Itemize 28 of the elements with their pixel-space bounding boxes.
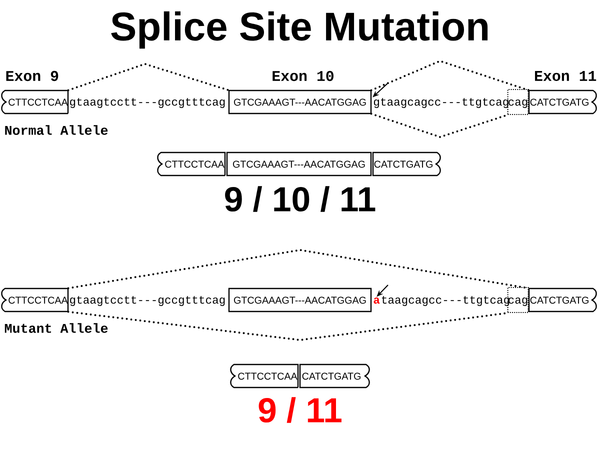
allele-label: Mutant Allele xyxy=(4,323,108,333)
exon-box: CATCTGATG xyxy=(299,364,370,388)
sequence-text: taagcagcc---ttgtcag xyxy=(382,296,510,306)
splice-line xyxy=(370,60,530,92)
exon-heading: Exon 10 xyxy=(272,70,334,82)
splice-line xyxy=(67,310,508,342)
exon-combination-label: 9 / 10 / 11 xyxy=(225,186,376,212)
exon-box: CTTCCTCAA xyxy=(1,90,69,114)
sequence-text: gtaagtcctt---gccgtttcag xyxy=(70,98,225,108)
exon-box: GTCGAAAGT---AACATGGAG xyxy=(228,90,372,114)
mutated-base: a xyxy=(374,298,380,304)
exon-box: GTCGAAAGT---AACATGGAG xyxy=(228,288,372,312)
exon-box: GTCGAAAGT---AACATGGAG xyxy=(226,152,372,176)
exon-box: CTTCCTCAA xyxy=(230,364,299,388)
exon-heading: Exon 9 xyxy=(6,70,58,82)
exon-combination-label: 9 / 11 xyxy=(258,397,342,423)
title: Splice Site Mutation xyxy=(111,11,488,49)
splice-line xyxy=(370,112,508,138)
exon-box: CATCTGATG xyxy=(372,152,441,176)
splice-line xyxy=(67,62,230,92)
exon-heading: Exon 11 xyxy=(535,71,596,81)
dotted-box: cag xyxy=(507,88,529,116)
sequence-text: gtaagtcctt---gccgtttcag xyxy=(70,296,225,306)
exon-box: CTTCCTCAA xyxy=(157,152,226,176)
exon-box: CATCTGATG xyxy=(528,288,597,312)
exon-box: CTTCCTCAA xyxy=(1,288,69,312)
sequence-text: gtaagcagcc---ttgtcag xyxy=(374,98,508,108)
exon-box: CATCTGATG xyxy=(528,90,597,114)
